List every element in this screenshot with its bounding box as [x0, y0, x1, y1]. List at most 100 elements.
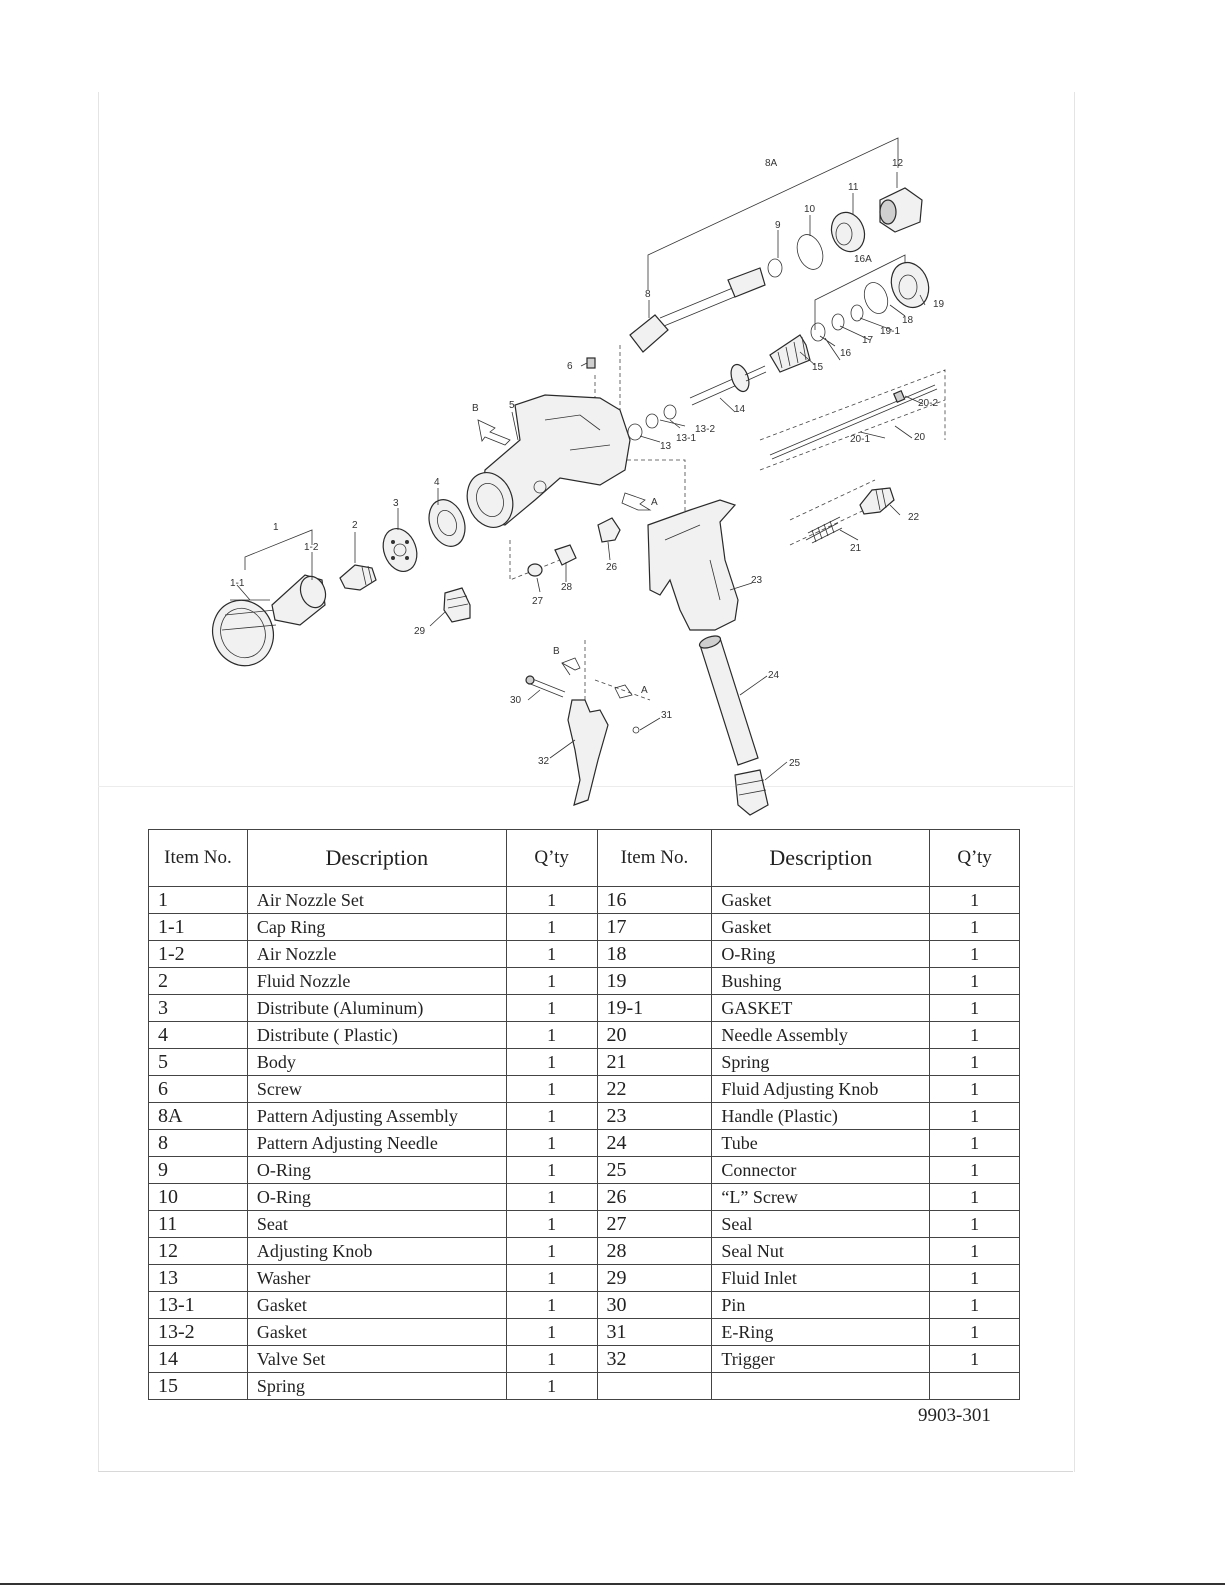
- callout-30: 30: [510, 695, 522, 706]
- callout-10: 10: [804, 204, 816, 215]
- callout-31: 31: [661, 710, 673, 721]
- right-qty-cell: 1: [929, 1264, 1020, 1292]
- left-qty-cell: 1: [505, 1183, 598, 1211]
- left-qty-cell: 1: [505, 1210, 598, 1238]
- left-qty-cell: 1: [505, 1345, 598, 1373]
- view-label-a-lower: A: [641, 685, 648, 696]
- right-description-cell: Tube: [711, 1129, 931, 1157]
- header-description-right: Description: [711, 829, 931, 887]
- right-qty-cell: 1: [929, 967, 1020, 995]
- pin-part: [525, 675, 566, 698]
- right-description-cell: E-Ring: [711, 1318, 931, 1346]
- left-qty-cell: 1: [505, 913, 598, 941]
- left-item-no-cell: 13-1: [148, 1291, 248, 1319]
- right-qty-cell: 1: [929, 886, 1020, 914]
- right-item-no-cell: 27: [596, 1210, 713, 1238]
- bracket-1: [244, 529, 313, 570]
- view-label-b-upper: B: [472, 403, 479, 414]
- callout-6: 6: [567, 361, 573, 372]
- view-arrow-b-upper: [477, 419, 511, 446]
- right-description-cell: Gasket: [711, 886, 931, 914]
- callout-20-1: 20-1: [850, 434, 870, 445]
- o-ring-10-part: [796, 234, 824, 270]
- o-ring-18-part: [863, 282, 889, 314]
- left-item-no-cell: 14: [148, 1345, 248, 1373]
- callout-16a: 16A: [854, 254, 872, 265]
- exploded-parts-diagram: 1-1 1 1-2 2 3 4 5 6 8 8A 9 10 11 12 13 1…: [212, 137, 946, 816]
- left-description-cell: Air Nozzle Set: [246, 886, 507, 914]
- left-item-no-cell: 15: [148, 1372, 248, 1400]
- spring-21-part: [805, 516, 843, 544]
- left-qty-cell: 1: [505, 886, 598, 914]
- left-item-no-cell: 13-2: [148, 1318, 248, 1346]
- right-qty-cell: 1: [929, 1183, 1020, 1211]
- right-description-cell: Connector: [711, 1156, 931, 1184]
- callout-19: 19: [933, 299, 945, 310]
- callout-1: 1: [273, 522, 279, 533]
- left-description-cell: Distribute (Aluminum): [246, 994, 507, 1022]
- left-qty-cell: 1: [505, 1075, 598, 1103]
- adjusting-knob-part: [879, 187, 923, 233]
- right-item-no-cell: 20: [596, 1021, 713, 1049]
- washer-13-part: [627, 423, 643, 441]
- callout-16: 16: [840, 348, 852, 359]
- needle-assembly-part: [769, 384, 938, 460]
- e-ring-part: [632, 726, 640, 734]
- right-qty-cell: [929, 1372, 1020, 1400]
- view-arrow-a-upper: [621, 492, 652, 511]
- right-qty-cell: 1: [929, 1048, 1020, 1076]
- right-item-no-cell: 16: [596, 886, 713, 914]
- right-item-no-cell: 26: [596, 1183, 713, 1211]
- left-qty-cell: 1: [505, 1102, 598, 1130]
- callout-28: 28: [561, 582, 573, 593]
- right-item-no-cell: 25: [596, 1156, 713, 1184]
- callout-14: 14: [734, 404, 746, 415]
- right-description-cell: Gasket: [711, 913, 931, 941]
- gasket-16-part: [810, 322, 826, 342]
- callout-8a: 8A: [765, 158, 778, 169]
- right-description-cell: Bushing: [711, 967, 931, 995]
- callout-8: 8: [645, 289, 651, 300]
- callout-5: 5: [509, 400, 515, 411]
- view-label-b-lower: B: [553, 646, 560, 657]
- right-item-no-cell: 31: [596, 1318, 713, 1346]
- left-item-no-cell: 2: [148, 967, 248, 995]
- callout-2: 2: [352, 520, 358, 531]
- cap-ring-part: [212, 599, 277, 667]
- left-description-cell: Spring: [246, 1372, 507, 1400]
- parts-list-table: Item No. Description Q’ty Item No. Descr…: [148, 829, 1020, 1400]
- gasket-13-2-part: [663, 404, 677, 420]
- header-description-left: Description: [246, 829, 507, 887]
- right-qty-cell: 1: [929, 1156, 1020, 1184]
- trigger-part: [567, 699, 609, 806]
- callout-4: 4: [434, 477, 440, 488]
- left-description-cell: O-Ring: [246, 1156, 507, 1184]
- left-description-cell: Seat: [246, 1210, 507, 1238]
- right-description-cell: Trigger: [711, 1345, 931, 1373]
- left-description-cell: Washer: [246, 1264, 507, 1292]
- page-bottom-border: [0, 1583, 1225, 1585]
- callout-19-1: 19-1: [880, 326, 900, 337]
- callout-22: 22: [908, 512, 920, 523]
- right-description-cell: Fluid Inlet: [711, 1264, 931, 1292]
- left-item-no-cell: 13: [148, 1264, 248, 1292]
- callout-13-1: 13-1: [676, 433, 696, 444]
- right-description-cell: Needle Assembly: [711, 1021, 931, 1049]
- callout-18: 18: [902, 315, 914, 326]
- left-description-cell: O-Ring: [246, 1183, 507, 1211]
- left-item-no-cell: 1: [148, 886, 248, 914]
- left-item-no-cell: 3: [148, 994, 248, 1022]
- left-description-cell: Gasket: [246, 1291, 507, 1319]
- left-qty-cell: 1: [505, 1156, 598, 1184]
- air-nozzle-part: [271, 574, 327, 626]
